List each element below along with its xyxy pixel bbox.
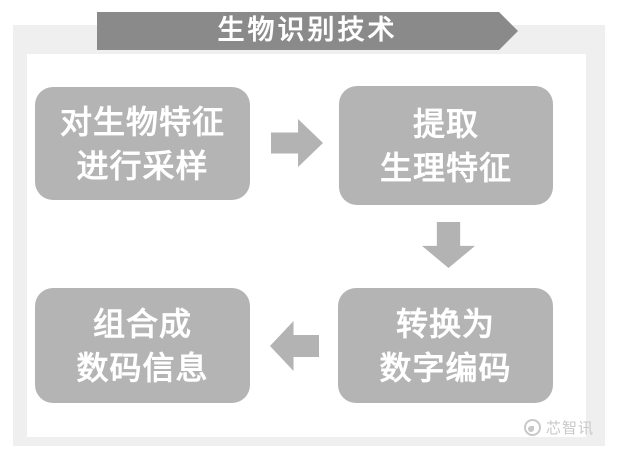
flow-step-combine: 组合成 数码信息 (35, 288, 250, 403)
title-banner: 生物识别技术 (97, 12, 518, 50)
flow-step-sample: 对生物特征 进行采样 (35, 87, 250, 200)
step-label-line: 生理特征 (379, 149, 512, 186)
watermark: 芯智讯 (524, 417, 594, 438)
step-label-line: 组合成 (92, 305, 192, 342)
flow-step-extract: 提取 生理特征 (339, 86, 553, 205)
step-label-line: 转换为 (395, 305, 495, 342)
step-label-line: 进行采样 (76, 147, 209, 184)
xinzhixun-logo-icon (524, 419, 541, 436)
flow-step-convert: 转换为 数字编码 (338, 288, 553, 403)
step-label-line: 数码信息 (76, 349, 209, 386)
step-label-line: 数字编码 (379, 349, 512, 386)
step-label-line: 提取 (412, 105, 479, 142)
watermark-label: 芯智讯 (546, 420, 595, 437)
diagram-title: 生物识别技术 (217, 14, 398, 45)
step-label-line: 对生物特征 (59, 103, 225, 140)
